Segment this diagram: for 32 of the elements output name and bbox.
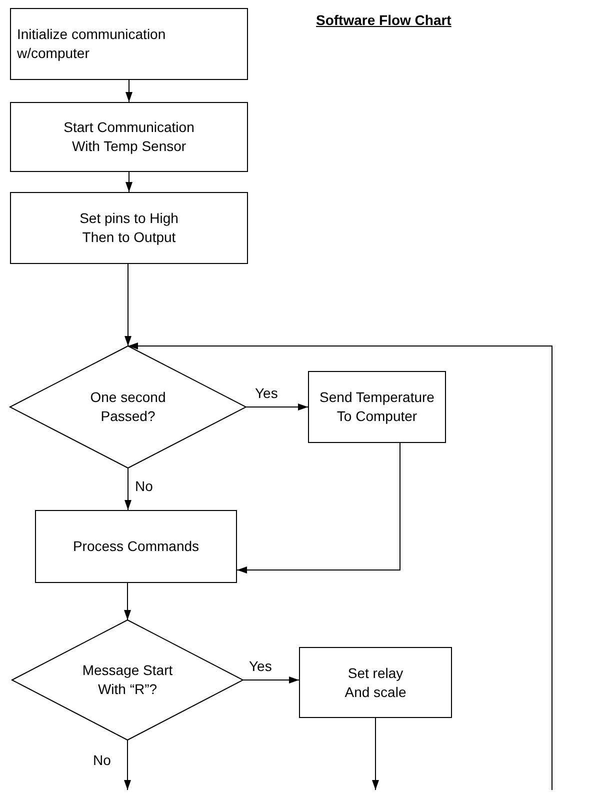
node-label: Set pins to High Then to Output — [78, 209, 180, 247]
node-label: Send Temperature To Computer — [318, 388, 436, 426]
process-box — [308, 371, 446, 443]
arrow — [128, 342, 552, 790]
arrow — [124, 740, 131, 790]
process-box — [10, 192, 248, 264]
arrow — [236, 442, 400, 574]
arrow — [124, 468, 132, 510]
decision-diamond — [10, 346, 246, 468]
diagram-title: Software Flow Chart — [316, 12, 452, 28]
edge-label: No — [134, 478, 154, 494]
node-label: Initialize communication w/computer — [17, 25, 167, 63]
node-label: Set relay And scale — [344, 664, 408, 702]
node-label: Process Commands — [72, 537, 200, 556]
process-box — [299, 647, 452, 718]
node-label: One second Passed? — [89, 388, 167, 426]
edge-label: Yes — [254, 385, 279, 401]
arrow — [126, 80, 132, 102]
process-box — [10, 8, 248, 80]
arrow — [124, 264, 132, 346]
arrow — [124, 582, 131, 620]
edge-label: No — [92, 752, 112, 768]
process-box — [10, 102, 248, 172]
decision-diamond — [12, 620, 243, 740]
arrow — [372, 718, 379, 790]
arrow — [246, 404, 308, 410]
process-box — [35, 510, 237, 583]
edge-label: Yes — [248, 658, 273, 674]
node-label: Start Communication With Temp Sensor — [62, 118, 196, 156]
node-label: Message Start With “R”? — [81, 661, 174, 699]
arrow — [126, 172, 132, 192]
arrow — [242, 676, 300, 684]
